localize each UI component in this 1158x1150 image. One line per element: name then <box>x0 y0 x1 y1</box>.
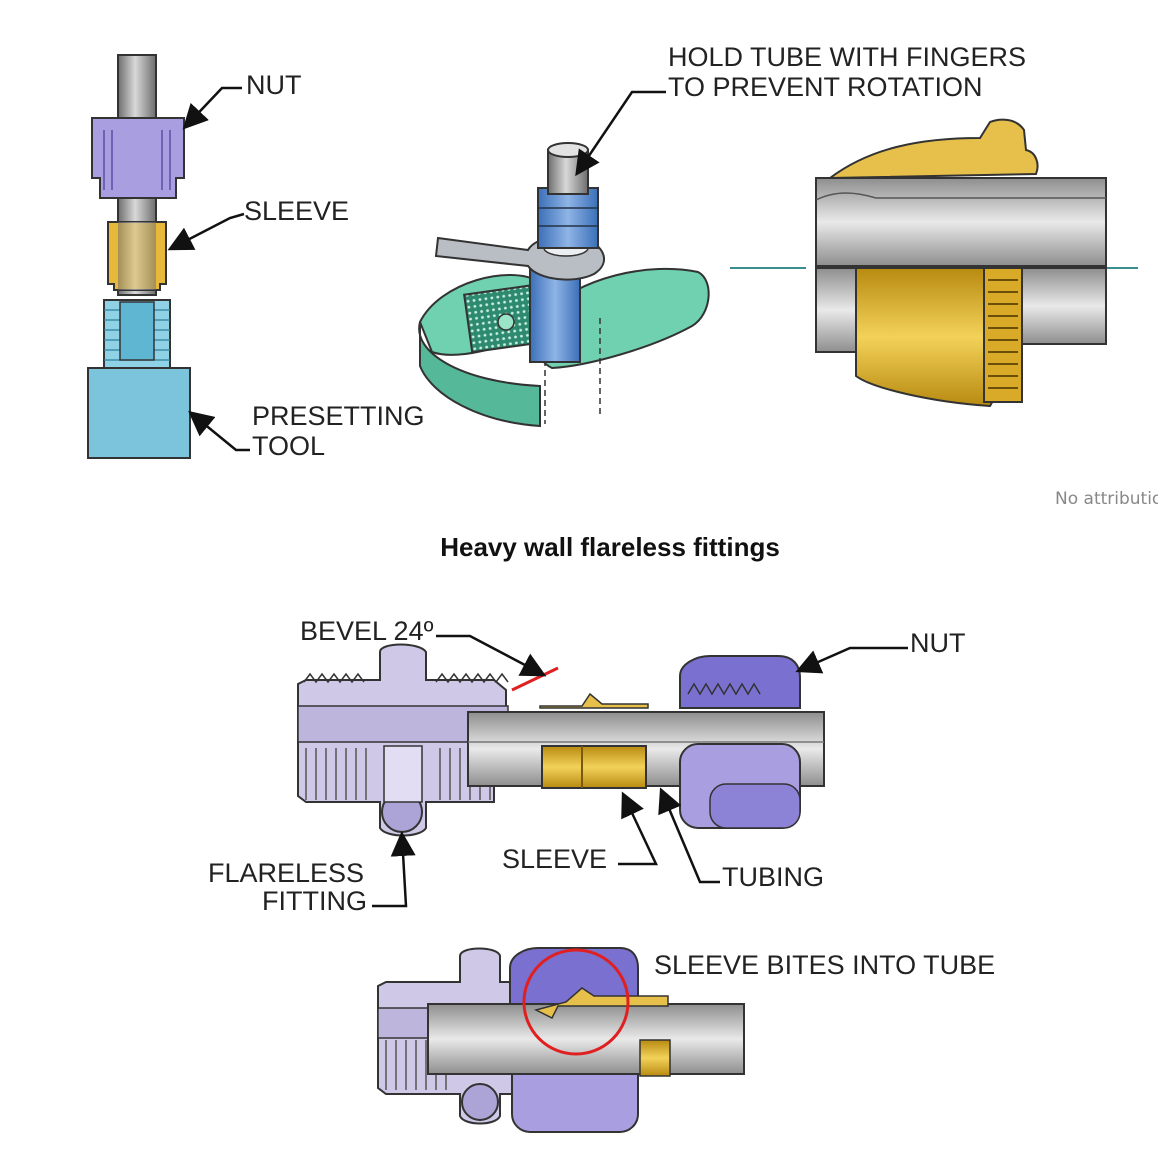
vise-assembly: HOLD TUBE WITH FINGERS TO PREVENT ROTATI… <box>418 42 1026 428</box>
label-hold-tube-1: HOLD TUBE WITH FINGERS <box>668 42 1026 72</box>
sleeve-top <box>539 692 649 709</box>
fitting-assembly: BEVEL 24º NUT FLARELESS FITTING SLEEVE T… <box>208 616 966 916</box>
nut-part <box>91 117 185 199</box>
label-presetting: PRESETTING <box>252 401 425 431</box>
label-nut: NUT <box>246 70 302 100</box>
tool-body <box>87 367 191 459</box>
label-tubing: TUBING <box>722 862 824 892</box>
label-sleeve: SLEEVE <box>244 196 349 226</box>
label-sleeve-bottom: SLEEVE <box>502 844 607 874</box>
label-flareless-1: FLARELESS <box>208 858 364 888</box>
closeup-section <box>730 118 1138 408</box>
presetting-assembly: NUT SLEEVE PRESETTING TOOL <box>87 54 425 461</box>
sleeve-body <box>541 745 647 789</box>
blue-nut <box>537 187 599 249</box>
label-tool: TOOL <box>252 431 325 461</box>
bevel-mark <box>511 666 559 692</box>
label-sleeve-bites: SLEEVE BITES INTO TUBE <box>654 950 995 980</box>
label-nut-bottom: NUT <box>910 628 966 658</box>
attribution-text: No attribution <box>1055 489 1158 509</box>
closeup-tube <box>815 177 1107 267</box>
label-bevel: BEVEL 24º <box>300 616 434 646</box>
figure-caption: Heavy wall flareless fittings <box>440 532 780 562</box>
bite-highlight-circle <box>522 948 630 1056</box>
label-flareless-2: FITTING <box>262 886 367 916</box>
nut-top <box>679 655 801 709</box>
bite-detail: SLEEVE BITES INTO TUBE <box>377 947 995 1133</box>
label-hold-tube-2: TO PREVENT ROTATION <box>668 72 983 102</box>
